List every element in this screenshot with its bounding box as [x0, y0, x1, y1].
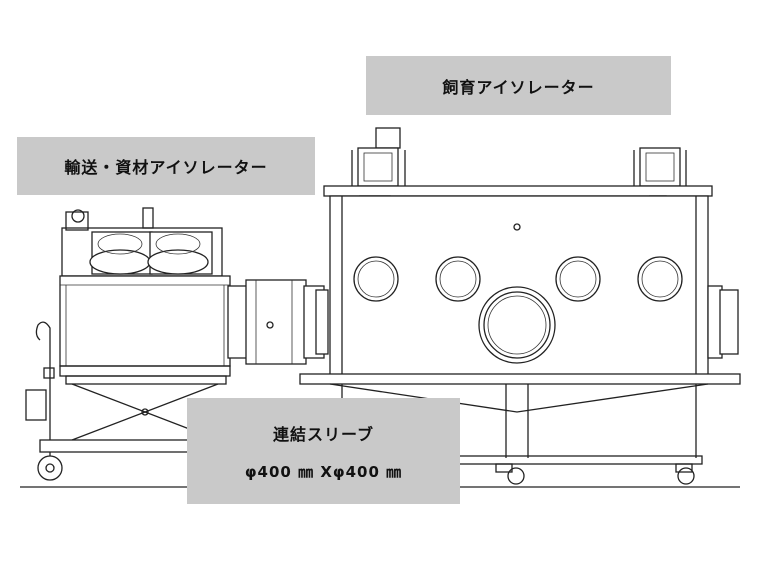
breeding-isolator-text: 飼育アイソレーター: [442, 77, 595, 97]
connecting-sleeve-title: 連結スリーブ: [272, 424, 375, 444]
transport-isolator-text: 輸送・資材アイソレーター: [64, 158, 268, 177]
central-pass-port: [478, 286, 556, 364]
breeding-isolator-label: 飼育アイソレーター: [366, 56, 671, 115]
breeding-isolator-drawing: [299, 127, 741, 485]
glove-port-2: [435, 256, 481, 302]
glove-port-3: [555, 256, 601, 302]
transport-body: [59, 275, 231, 367]
connecting-sleeve-label: 連結スリーブ φ400 ㎜ Xφ400 ㎜: [187, 398, 460, 504]
transport-isolator-drawing: [25, 207, 231, 481]
glove-port-1: [353, 256, 399, 302]
connecting-sleeve-drawing: [227, 279, 329, 365]
connecting-sleeve-size: φ400 ㎜ Xφ400 ㎜: [244, 462, 403, 481]
transport-isolator-label: 輸送・資材アイソレーター: [17, 137, 315, 195]
transport-port-right: [147, 249, 209, 275]
transport-wheel: [37, 455, 63, 481]
glove-port-4: [637, 256, 683, 302]
